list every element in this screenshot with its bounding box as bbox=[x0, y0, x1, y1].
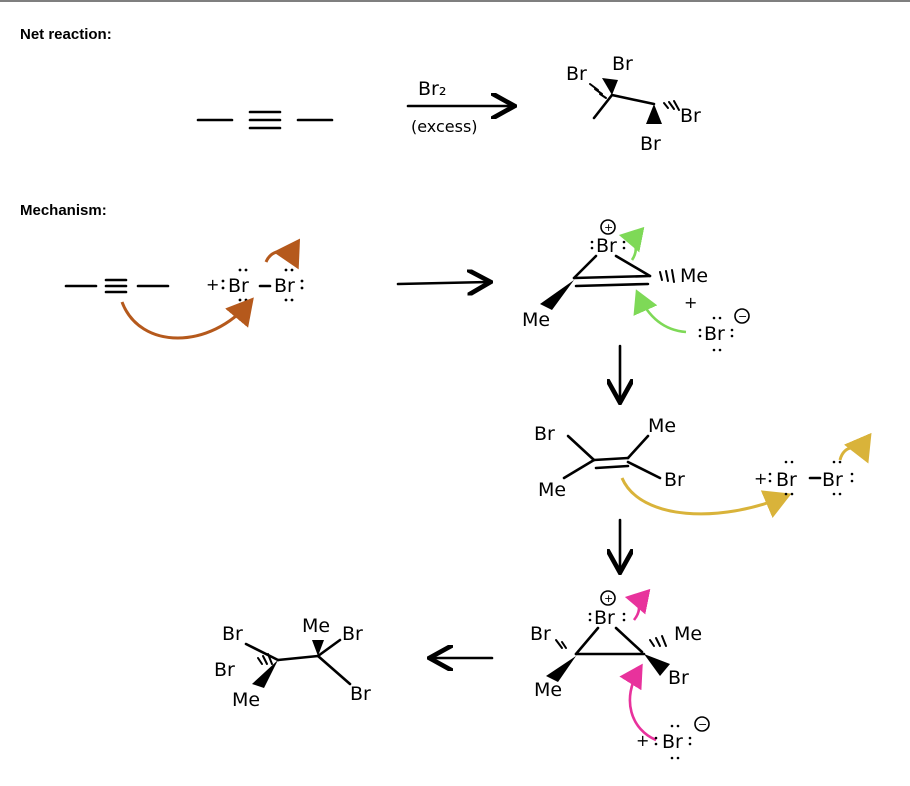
wedge-bond bbox=[540, 280, 574, 310]
svg-text:−: − bbox=[738, 310, 747, 323]
wedge-bond bbox=[644, 654, 670, 676]
bromine-atom: Br bbox=[228, 275, 249, 297]
positive-charge-circle bbox=[600, 590, 616, 606]
product-label: Br bbox=[612, 53, 633, 75]
curved-arrow-green bbox=[618, 226, 645, 261]
bromonium-label: Br bbox=[668, 667, 689, 689]
wedge-bond bbox=[646, 104, 662, 124]
bromonium-ion-1: + Br Me Me bbox=[522, 219, 708, 331]
bromonium-label: Me bbox=[534, 679, 562, 701]
product-label: Me bbox=[302, 615, 330, 637]
product-label: Br bbox=[680, 105, 701, 127]
alkene-label: Br bbox=[534, 423, 555, 445]
condition-label: (excess) bbox=[411, 117, 478, 136]
curved-arrow-gold bbox=[838, 432, 872, 464]
reaction-arrow bbox=[396, 282, 488, 284]
net-reaction-heading: Net reaction: bbox=[20, 26, 112, 43]
svg-text:+: + bbox=[604, 592, 613, 605]
mech-alkyne bbox=[64, 278, 170, 294]
net-arrow: Br₂ (excess) bbox=[406, 78, 512, 136]
product-label: Br bbox=[640, 133, 661, 155]
bromonium-label: Br bbox=[530, 623, 551, 645]
bromine-atom: Br bbox=[662, 731, 683, 753]
curved-arrow-green bbox=[633, 289, 687, 334]
bromine-atom: Br bbox=[822, 469, 843, 491]
curved-arrow-brown bbox=[264, 238, 301, 270]
curved-arrow-gold bbox=[620, 477, 792, 519]
positive-charge-circle bbox=[600, 219, 616, 235]
wedge-bond bbox=[546, 656, 576, 682]
net-product: Br Br Br Br bbox=[566, 53, 701, 155]
bromine-atom: Br bbox=[704, 323, 725, 345]
product-label: Br bbox=[222, 623, 243, 645]
bromine-atom: Br bbox=[776, 469, 797, 491]
svg-text:−: − bbox=[698, 718, 707, 731]
svg-text:+: + bbox=[636, 731, 649, 750]
dibromoalkene: Br Me Me Br bbox=[534, 415, 685, 501]
svg-text:+: + bbox=[604, 221, 613, 234]
negative-charge-circle bbox=[694, 716, 710, 732]
bromonium-ion-2: + Br Br Me Me Br bbox=[530, 590, 702, 701]
wedge-bond bbox=[602, 78, 618, 95]
curved-arrow-brown bbox=[120, 297, 254, 340]
bromine-atom: Br bbox=[594, 607, 615, 629]
bromide-ion-1: + Br − bbox=[684, 293, 750, 352]
wedge-bond bbox=[312, 640, 324, 656]
alkene-label: Me bbox=[648, 415, 676, 437]
curved-arrow-pink bbox=[619, 663, 657, 742]
bromine-atom: Br bbox=[596, 235, 617, 257]
methyl-label: Me bbox=[680, 265, 708, 287]
negative-charge-circle bbox=[734, 308, 750, 324]
bromine-molecule: Br Br bbox=[221, 268, 304, 302]
bromide-ion-2: + Br − bbox=[636, 716, 710, 760]
top-divider bbox=[0, 0, 910, 2]
svg-text:+: + bbox=[684, 293, 697, 312]
product-label: Me bbox=[232, 689, 260, 711]
tetrabromobutane-product: Br Br Me Me Br Br bbox=[214, 615, 371, 711]
alkene-label: Br bbox=[664, 469, 685, 491]
bromonium-label: Me bbox=[674, 623, 702, 645]
product-label: Br bbox=[214, 659, 235, 681]
product-label: Br bbox=[342, 623, 363, 645]
net-alkyne bbox=[196, 110, 334, 130]
wedge-bond bbox=[252, 660, 278, 688]
svg-text:+: + bbox=[754, 469, 767, 488]
bromine-molecule-2: + Br Br bbox=[754, 460, 854, 496]
mechanism-heading: Mechanism: bbox=[20, 202, 107, 219]
reagent-label: Br₂ bbox=[418, 78, 446, 100]
curved-arrow-pink bbox=[624, 588, 651, 621]
product-label: Br bbox=[566, 63, 587, 85]
methyl-label: Me bbox=[522, 309, 550, 331]
product-label: Br bbox=[350, 683, 371, 705]
plus-sign: + bbox=[206, 275, 219, 294]
alkene-label: Me bbox=[538, 479, 566, 501]
bromine-atom: Br bbox=[274, 275, 295, 297]
